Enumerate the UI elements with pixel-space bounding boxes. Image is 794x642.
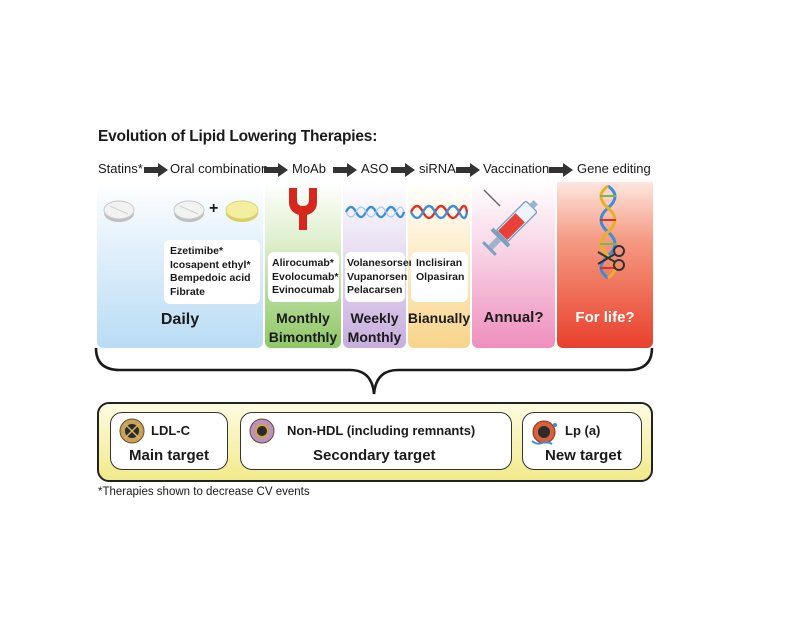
footnote: *Therapies shown to decrease CV events <box>98 486 310 498</box>
stage-aso: ASO <box>361 161 389 176</box>
frequency-aso-monthly: Monthly <box>347 329 402 345</box>
timeline-arrow-icon <box>549 163 573 177</box>
drug-name: Volanesorsen <box>347 257 416 269</box>
drug-name: Pelacarsen <box>347 284 403 296</box>
drug-name: Olpasiran <box>416 270 465 283</box>
gene-editing-dna-scissors-icon <box>597 184 625 280</box>
frequency-sirna: Bianually <box>407 310 471 326</box>
yellow-pill-icon <box>225 200 259 222</box>
frequency-vaccination: Annual? <box>483 309 544 326</box>
stage-moab: MoAb <box>292 161 326 176</box>
target-card-non-hdl: Non-HDL (including remnants) Secondary t… <box>240 412 512 470</box>
grey-pill-icon <box>173 200 205 222</box>
drug-name: Evolocumab* <box>272 270 339 283</box>
figure-title: Evolution of Lipid Lowering Therapies: <box>98 128 378 145</box>
timeline-arrow-icon <box>333 163 357 177</box>
target-role: Main target <box>129 447 210 464</box>
drug-name: Fibrate <box>170 285 206 298</box>
drug-name: Icosapent ethyl* <box>170 258 251 271</box>
stage-oral-combination: Oral combination <box>170 161 269 176</box>
grouping-brace <box>94 347 654 395</box>
timeline-arrow-icon <box>144 163 168 177</box>
drug-name: Inclisiran <box>416 257 463 269</box>
frequency-moab-bimonthly: Bimonthly <box>268 329 338 345</box>
timeline-arrow-icon <box>456 163 480 177</box>
drug-list-sirna: Inclisiran Olpasiran <box>411 252 468 302</box>
drug-list-oral: Ezetimibe* Icosapent ethyl* Bempedoic ac… <box>164 240 260 304</box>
drug-name: Bempedoic acid <box>170 272 251 284</box>
timeline-arrow-icon <box>391 163 415 177</box>
target-card-ldl: LDL-C Main target <box>110 412 228 470</box>
stage-statins: Statins* <box>98 161 143 176</box>
target-card-lpa: Lp (a) New target <box>522 412 642 470</box>
target-name: Non-HDL (including remnants) <box>287 423 476 438</box>
lpa-particle-icon <box>531 420 557 445</box>
drug-name: Vupanorsen <box>347 270 408 283</box>
column-vaccination <box>472 182 555 348</box>
drug-list-moab: Alirocumab* Evolocumab* Evinocumab <box>268 252 339 302</box>
syringe-icon <box>482 189 538 256</box>
drug-name: Ezetimibe* <box>170 245 224 257</box>
aso-strand-icon <box>345 205 405 219</box>
statin-pill-icon <box>103 200 135 222</box>
antibody-icon <box>289 188 317 230</box>
target-name: LDL-C <box>151 423 190 438</box>
drug-list-aso: Volanesorsen Vupanorsen Pelacarsen <box>345 252 416 302</box>
target-role: Secondary target <box>313 447 436 464</box>
frequency-aso-weekly: Weekly <box>350 310 399 326</box>
target-role: New target <box>545 447 622 464</box>
plus-sign: + <box>209 200 219 217</box>
stage-sirna: siRNA <box>419 161 456 176</box>
frequency-daily: Daily <box>160 311 200 328</box>
ldl-particle-icon <box>119 418 145 444</box>
drug-name: Evinocumab <box>272 284 335 296</box>
sirna-double-strand-icon <box>410 204 468 220</box>
remnant-particle-icon <box>249 418 275 444</box>
frequency-moab-monthly: Monthly <box>276 310 330 326</box>
target-name: Lp (a) <box>565 423 601 438</box>
stage-vaccination: Vaccination <box>483 161 550 176</box>
stage-gene-editing: Gene editing <box>577 161 651 176</box>
frequency-gene-editing: For life? <box>575 309 635 326</box>
drug-name: Alirocumab* <box>272 257 334 269</box>
timeline-arrow-icon <box>264 163 288 177</box>
